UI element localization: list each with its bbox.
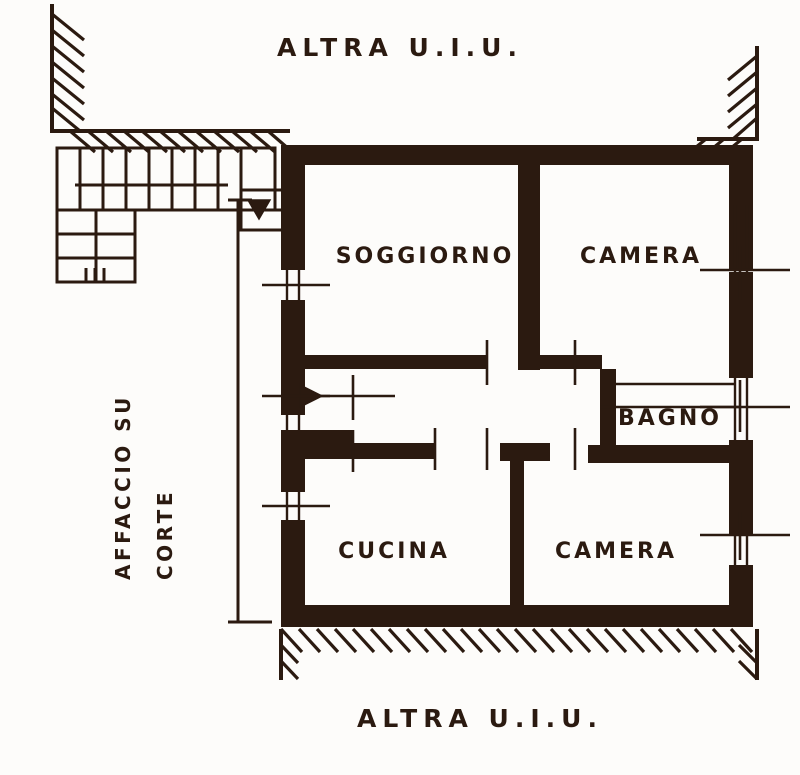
label-corte: CORTE <box>153 489 177 580</box>
left-dimension-line <box>228 198 272 624</box>
room-label-bagno: BAGNO <box>618 406 722 431</box>
boundary-bottom <box>279 627 759 681</box>
staircase <box>55 146 291 284</box>
dimension-ticks <box>262 246 790 560</box>
label-affaccio-su: AFFACCIO SU <box>111 394 135 580</box>
label-altra-uiu-top: ALTRA U.I.U. <box>277 33 523 62</box>
room-label-camera-nord: CAMERA <box>580 244 702 269</box>
room-label-cucina: CUCINA <box>338 539 450 564</box>
room-label-camera-sud: CAMERA <box>555 539 677 564</box>
interior-walls <box>281 160 733 615</box>
room-label-soggiorno: SOGGIORNO <box>336 244 515 269</box>
entry-arrow-down-icon <box>246 199 272 221</box>
label-altra-uiu-bottom: ALTRA U.I.U. <box>357 704 603 733</box>
window-openings <box>285 205 749 566</box>
plan-geometry <box>50 4 790 681</box>
